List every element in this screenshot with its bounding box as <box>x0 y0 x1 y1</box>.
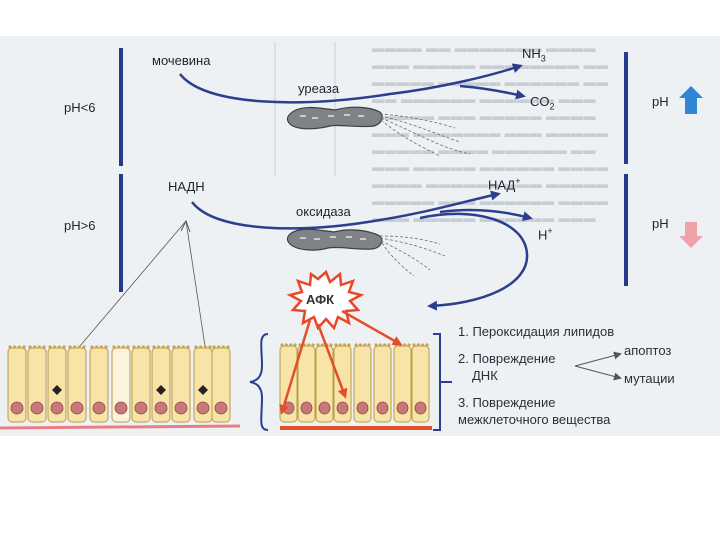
ph-high-label: pH>6 <box>64 218 96 233</box>
epithelial-cell <box>67 345 87 423</box>
epithelial-cell <box>151 345 171 423</box>
nadh-pathway-arrow <box>191 190 501 230</box>
epithelial-cell <box>89 345 109 423</box>
epithelium-left <box>0 345 241 430</box>
effect-dna-damage-line1: 2. Повреждение <box>458 351 556 366</box>
ph-right-top-label: pH <box>652 94 669 109</box>
urea-label: мочевина <box>152 53 211 68</box>
effect-matrix-damage-line1: 3. Повреждение <box>458 395 556 410</box>
co2-subscript: 2 <box>549 101 555 112</box>
afk-loop-arrow <box>419 212 529 311</box>
ammonia-subscript: 3 <box>540 53 546 64</box>
hplus-text: H <box>538 227 548 243</box>
co2-label: CO2 <box>530 94 555 112</box>
effect-dna-damage-line2: ДНК <box>472 368 498 383</box>
ammonia-text: NH <box>522 46 541 61</box>
hplus-superscript: + <box>547 226 553 236</box>
epithelial-cell <box>171 345 191 423</box>
diagram-figure: ▬▬▬▬ ▬▬ ▬▬▬▬▬▬▬ ▬▬▬▬▬▬▬ ▬▬▬▬▬ ▬▬▬▬▬▬▬▬ ▬… <box>0 36 720 436</box>
nad-text: НАД <box>488 177 516 193</box>
mutations-label: мутации <box>624 371 675 386</box>
urea-pathway-arrow <box>179 63 523 104</box>
arrow-down-icon <box>679 222 703 248</box>
hplus-branch-arrow <box>439 208 533 222</box>
oxidase-label: оксидаза <box>296 204 351 219</box>
hplus-label: H+ <box>538 226 553 242</box>
epithelial-cell <box>353 343 372 423</box>
afk-label: АФК <box>306 292 335 307</box>
bacterium-dot <box>156 385 166 395</box>
nadh-to-cells-line <box>79 220 187 347</box>
effect-dna-damage: 2. Повреждение ДНК <box>458 350 555 384</box>
effect-matrix-damage-line2: межклеточного вещества <box>458 412 611 427</box>
right-bracket <box>433 333 441 431</box>
urease-label: уреаза <box>298 81 340 96</box>
damage-arrow-1 <box>279 319 312 415</box>
background-texture: ▬▬▬▬ ▬▬ ▬▬▬▬▬▬▬ ▬▬▬▬▬▬▬ ▬▬▬▬▬ ▬▬▬▬▬▬▬▬ ▬… <box>372 41 609 225</box>
starburst-icon <box>286 269 365 331</box>
ph-bar-right-top <box>624 52 628 164</box>
bacterium-dot <box>52 385 62 395</box>
effect-matrix-damage: 3. Повреждение межклеточного вещества <box>458 394 610 428</box>
ph-low-label: pH<6 <box>64 100 96 115</box>
damage-arrow-3 <box>341 309 403 346</box>
apoptosis-arrow <box>574 351 622 367</box>
epithelial-cell <box>297 343 316 423</box>
damage-arrow-2 <box>316 323 348 399</box>
ph-bar-right-bottom <box>624 174 628 286</box>
nad-superscript: + <box>515 176 521 186</box>
ph-bar-left-top <box>119 48 123 166</box>
diagram-drawing <box>0 42 703 431</box>
bacterium-dot <box>198 385 208 395</box>
helicobacter-bacterium-bottom <box>286 228 446 277</box>
nad-label: НАД+ <box>488 176 521 192</box>
ph-right-bottom-label: pH <box>652 216 669 231</box>
epithelial-cell <box>193 345 213 423</box>
co2-text: CO <box>530 94 550 109</box>
ph-bar-left-bottom <box>119 174 123 292</box>
epithelial-cell <box>111 345 131 423</box>
epithelial-cell <box>7 345 27 423</box>
epithelial-cell <box>47 345 67 423</box>
left-brace <box>249 333 269 431</box>
nadh-label: НАДН <box>168 179 205 194</box>
epithelial-cell <box>131 345 151 423</box>
epithelial-cell <box>373 343 392 423</box>
apoptosis-label: апоптоз <box>624 343 672 358</box>
epithelial-cell <box>27 345 47 423</box>
epithelial-cell <box>393 343 412 423</box>
co2-branch-arrow <box>459 84 526 100</box>
ammonia-label: NH3 <box>522 46 546 64</box>
epithelium-right <box>279 343 432 430</box>
effect-lipid-peroxidation: 1. Пероксидация липидов <box>458 324 615 339</box>
epithelial-cell <box>411 343 430 423</box>
epithelial-cell <box>333 343 352 423</box>
arrow-up-icon <box>679 86 703 114</box>
epithelial-cell <box>211 345 231 423</box>
helicobacter-bacterium-top <box>286 106 471 157</box>
mutations-arrow <box>574 365 622 381</box>
